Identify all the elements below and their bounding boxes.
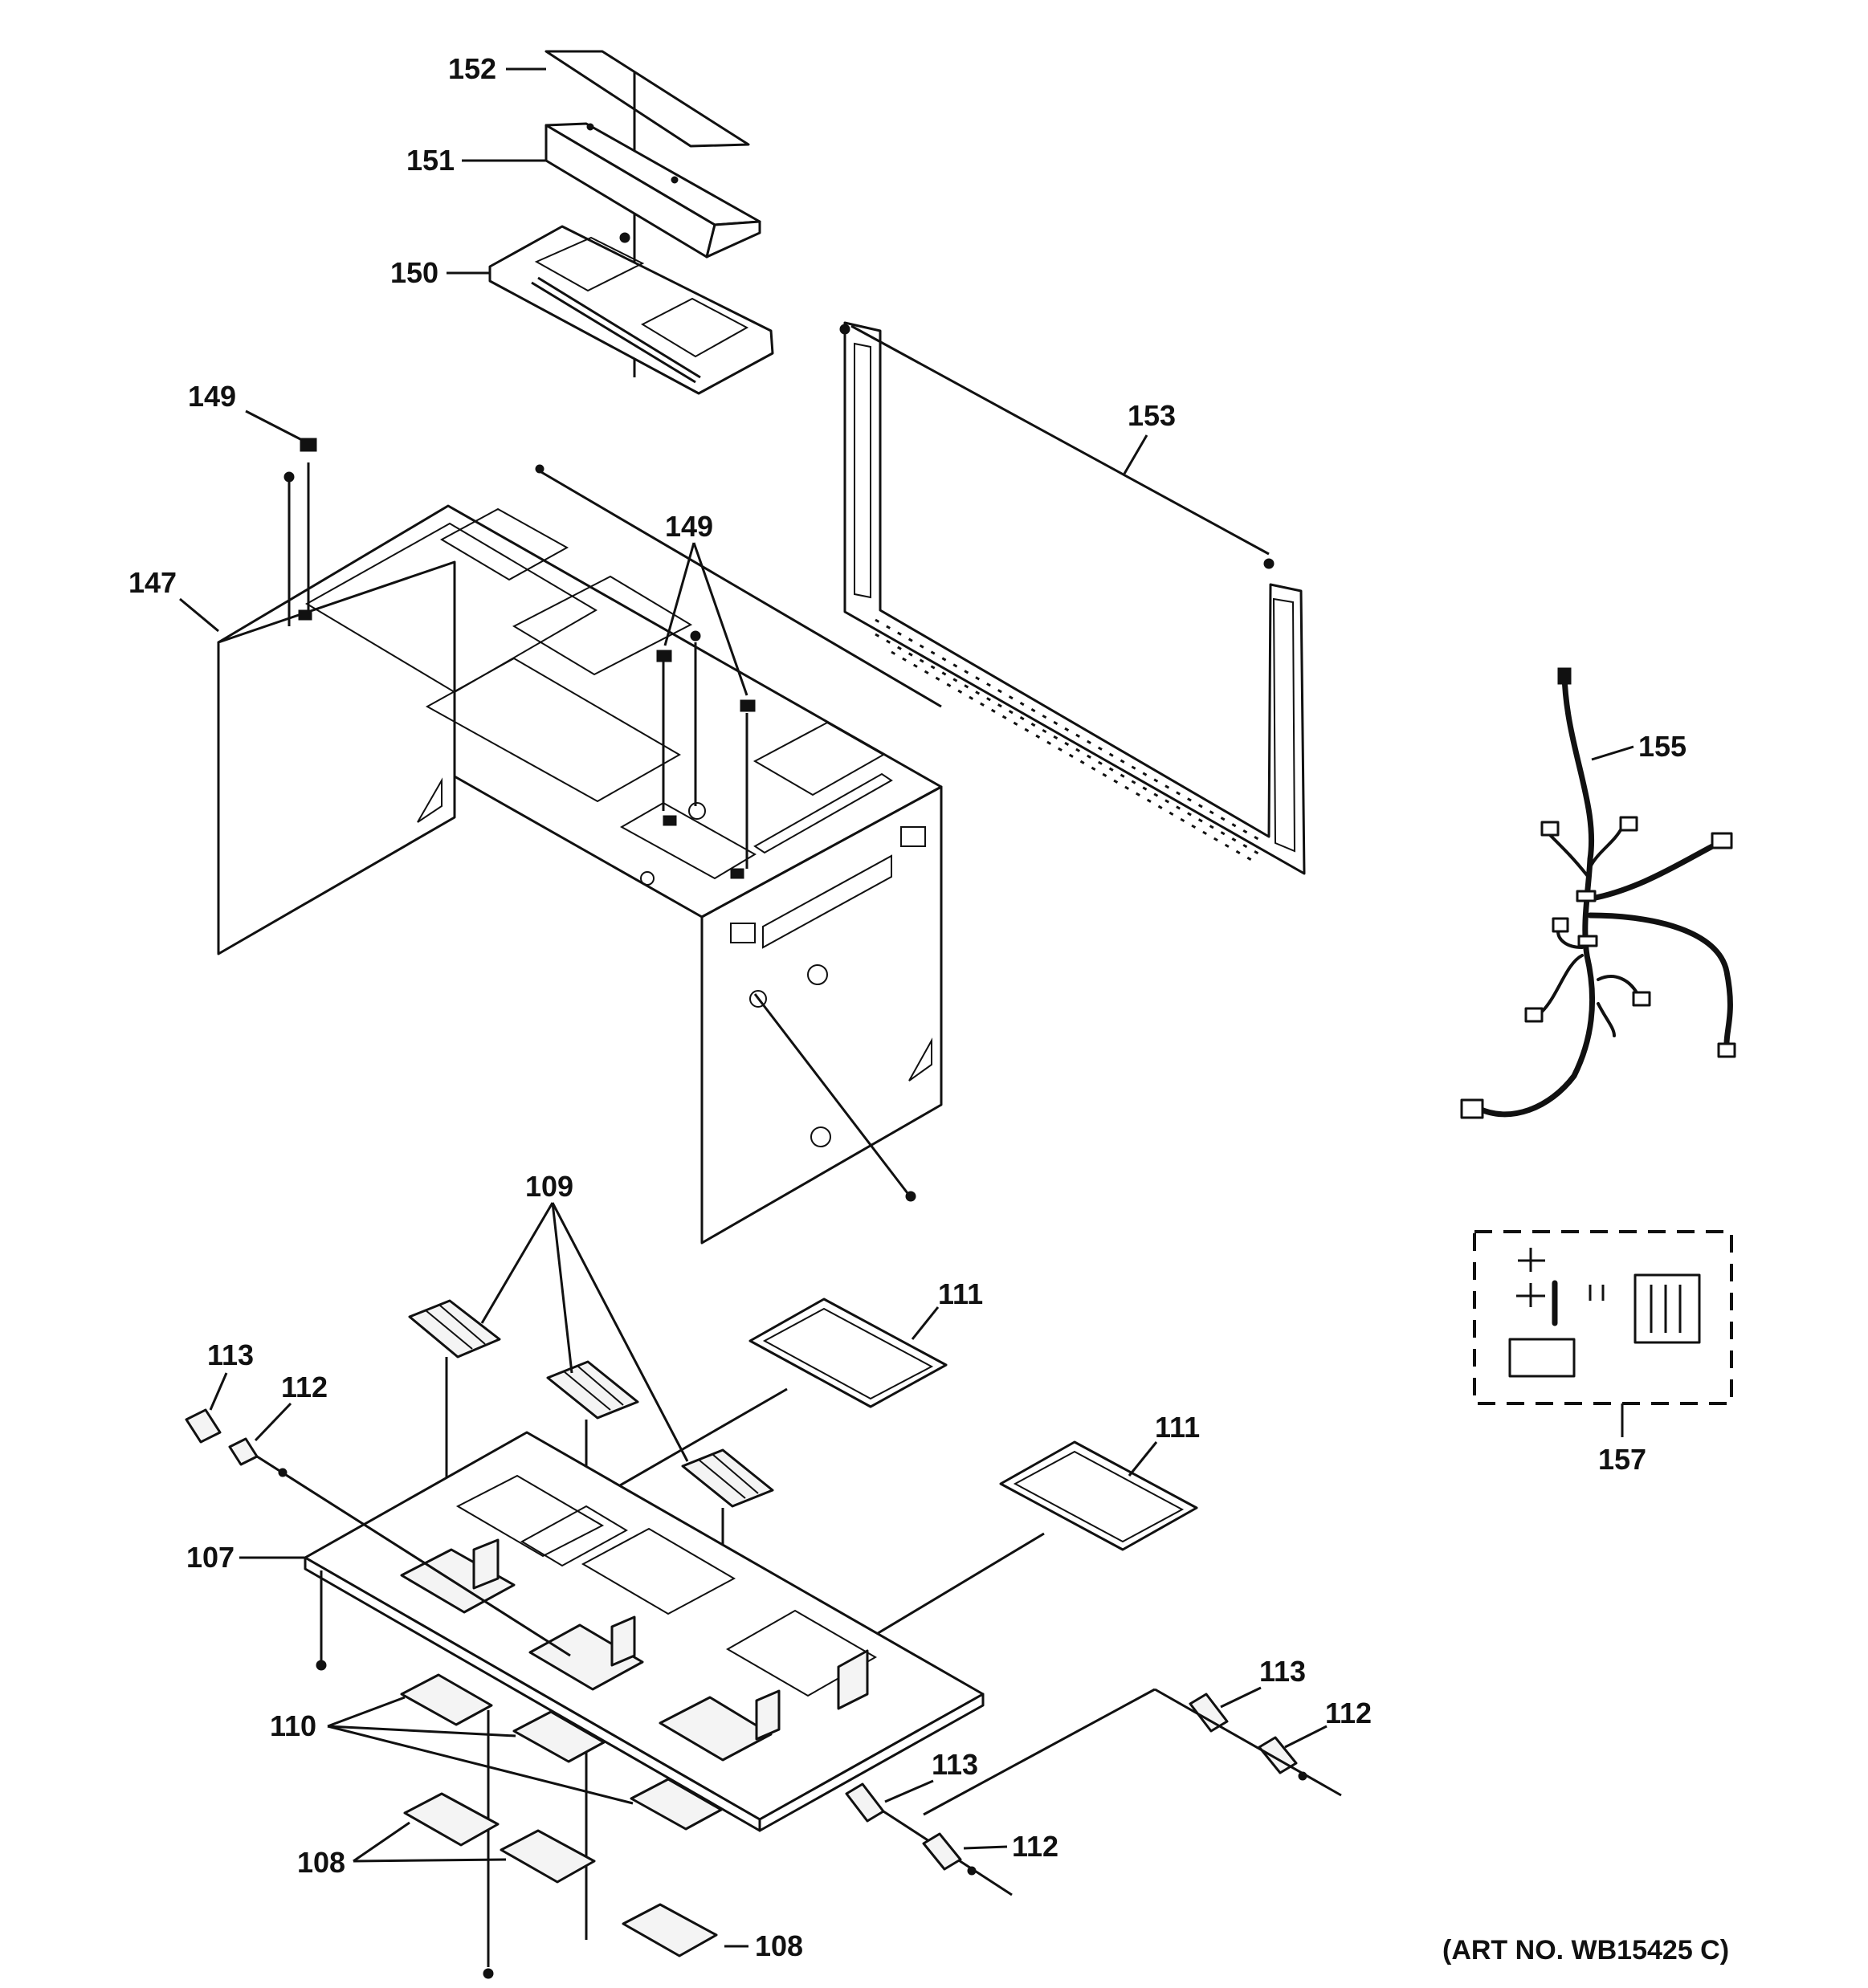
callout-111-a: 111 (911, 1277, 983, 1340)
part-112-lamp-a (228, 1437, 571, 1657)
part-109-hinges (408, 1299, 774, 1940)
callout-112-b-label: 112 (1325, 1697, 1372, 1729)
part-113-socket-a (185, 1408, 222, 1444)
callout-113-a: 113 (207, 1338, 254, 1411)
part-112-lamp-c (922, 1832, 977, 1876)
callout-149-top-label: 149 (188, 380, 236, 413)
callout-110: 110 (270, 1696, 634, 1805)
callout-112-c-label: 112 (1012, 1830, 1058, 1863)
callout-150: 150 (390, 256, 490, 289)
part-153-mounting-plate (839, 321, 1306, 875)
callout-149-top: 149 (188, 380, 303, 442)
callout-108-b: 108 (724, 1929, 803, 1962)
callout-151-label: 151 (406, 144, 455, 177)
part-150-damper-plate (488, 225, 774, 395)
callout-155-label: 155 (1638, 730, 1687, 763)
callout-112-a: 112 (254, 1371, 328, 1442)
callout-157-label: 157 (1598, 1443, 1646, 1476)
callout-113-c-label: 113 (932, 1748, 978, 1781)
part-108-lenses (403, 1792, 718, 1957)
callout-108-b-label: 108 (755, 1929, 803, 1962)
art-number-caption: (ART NO. WB15425 C) (1442, 1935, 1729, 1966)
callout-112-c: 112 (963, 1830, 1058, 1863)
callout-111-b: 111 (1128, 1411, 1200, 1477)
callout-111-a-label: 111 (938, 1277, 983, 1310)
callout-147-label: 147 (128, 566, 177, 599)
part-113-socket-b (923, 1688, 1229, 1816)
callout-147: 147 (128, 566, 219, 633)
callout-112-a-label: 112 (281, 1371, 328, 1403)
callout-109-label: 109 (525, 1170, 573, 1203)
callout-111-b-label: 111 (1155, 1411, 1200, 1444)
part-111-filter-a (748, 1297, 948, 1408)
callout-157: 157 (1598, 1403, 1646, 1476)
callout-108-a: 108 (297, 1821, 507, 1879)
callout-113-c: 113 (884, 1748, 978, 1803)
callout-152: 152 (448, 52, 546, 85)
callout-108-a-label: 108 (297, 1846, 345, 1879)
callout-107: 107 (186, 1541, 305, 1574)
callout-113-b: 113 (1220, 1655, 1306, 1709)
callout-153-label: 153 (1128, 399, 1176, 432)
part-112-lamp-b (1154, 1688, 1342, 1797)
callout-113-a-label: 113 (207, 1338, 254, 1371)
part-155-wire-harness (1460, 667, 1736, 1119)
part-110-covers (400, 1673, 723, 1831)
part-107-bottom-plate (304, 1431, 985, 1832)
callout-151: 151 (406, 144, 546, 177)
part-111-filter-b (999, 1440, 1198, 1551)
part-147-outer-case (217, 438, 943, 1245)
part-157-hardware-kit (1473, 1230, 1733, 1405)
part-151-duct (544, 122, 761, 259)
callout-113-b-label: 113 (1259, 1655, 1306, 1688)
callout-152-label: 152 (448, 52, 496, 85)
callout-107-label: 107 (186, 1541, 235, 1574)
callout-110-label: 110 (270, 1709, 316, 1742)
callout-150-label: 150 (390, 256, 438, 289)
callout-109: 109 (480, 1170, 689, 1462)
callout-155: 155 (1591, 730, 1687, 763)
callout-149-mid: 149 (663, 510, 748, 696)
callout-153: 153 (1123, 399, 1176, 475)
callout-112-b: 112 (1284, 1697, 1372, 1749)
callout-149-mid-label: 149 (665, 510, 713, 543)
